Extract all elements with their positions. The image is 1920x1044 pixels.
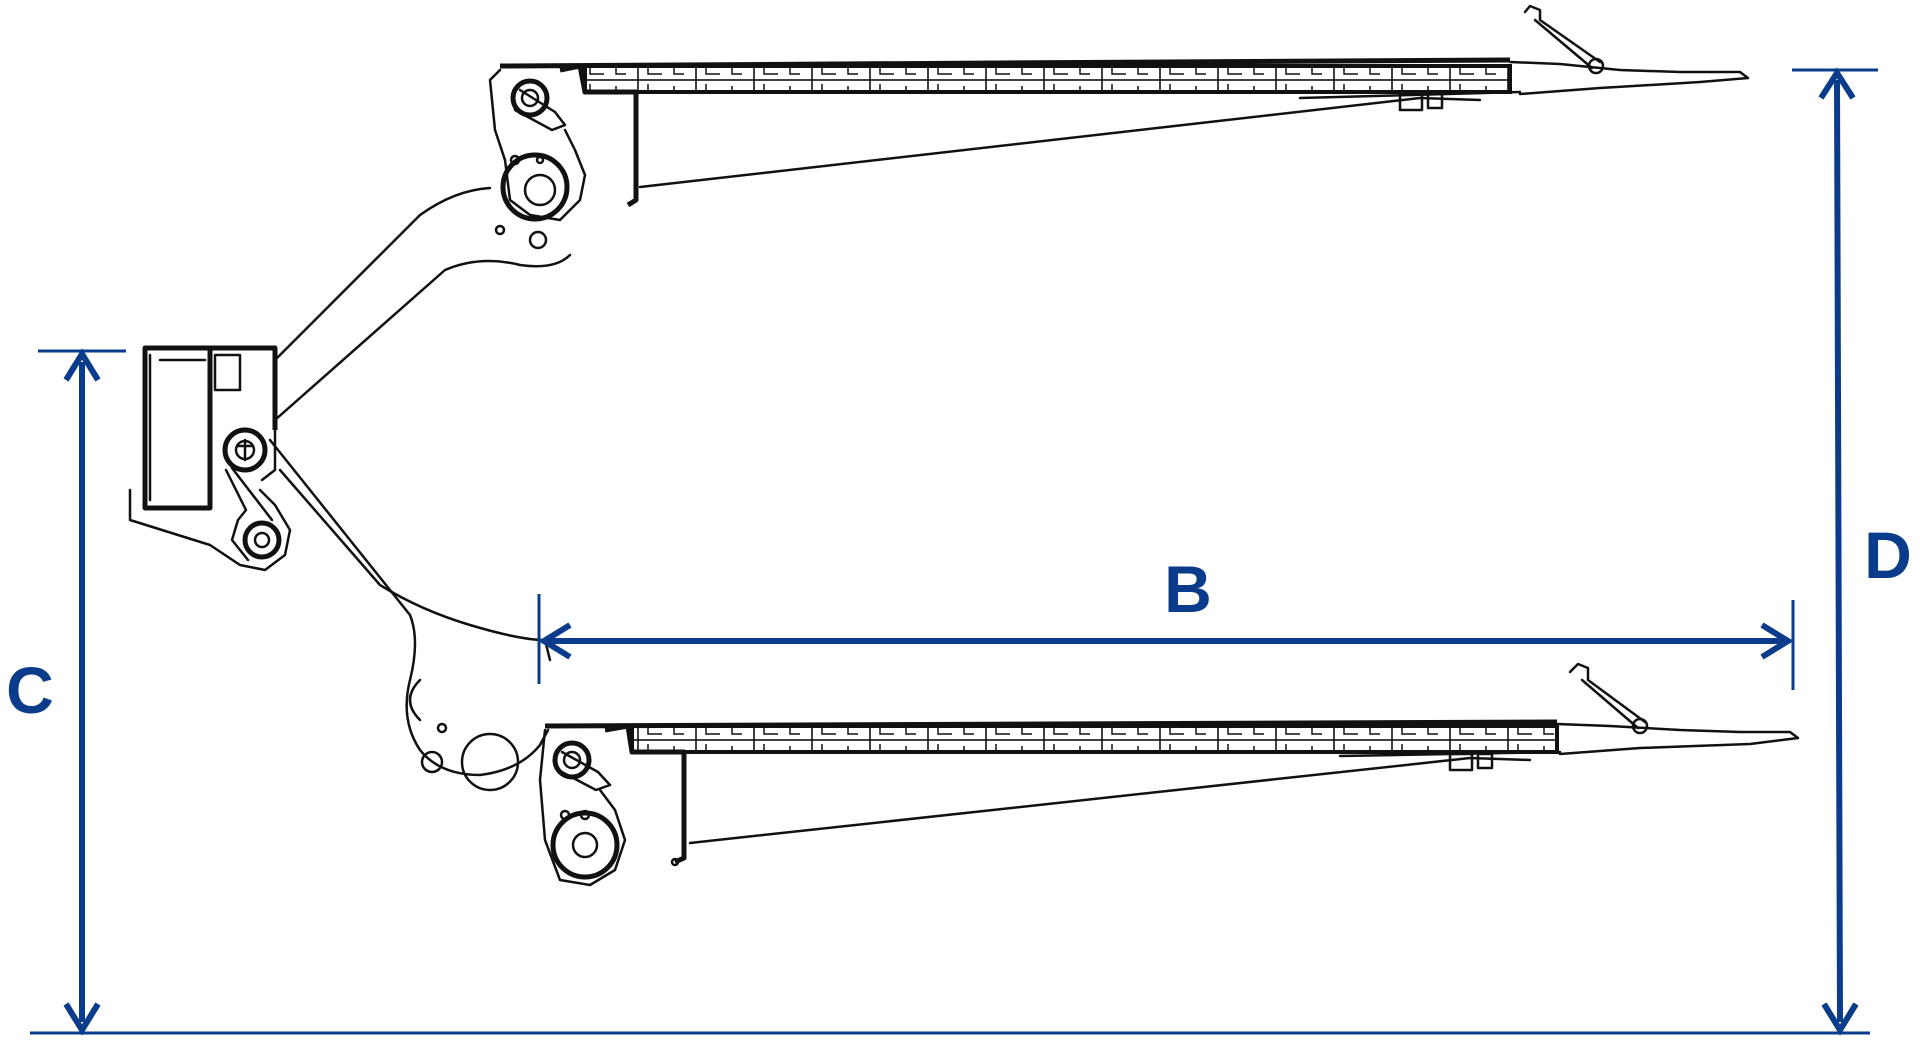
dimension-b-label: B [1164,552,1212,626]
dimension-d-label: D [1864,518,1912,592]
dimension-d-arrow-top [1818,67,1856,100]
dimension-b-arrow-right [1760,622,1794,660]
upper-ramp [488,4,1750,250]
dimension-c-arrow-top [63,348,101,382]
lower-ramp-deck [630,724,1559,754]
dimension-lines [30,67,1878,1036]
upper-ramp-deck [583,64,1512,94]
dimension-b-arrow-left [538,622,572,660]
mount-bracket [128,345,292,572]
dimension-d-arrow-bottom [1821,1002,1859,1036]
dimension-c-arrow-bottom [63,1002,101,1036]
dimension-c-label: C [6,653,54,727]
folding-arms [268,186,572,792]
lower-ramp [538,662,1800,887]
dimension-d-line [1834,79,1843,1023]
